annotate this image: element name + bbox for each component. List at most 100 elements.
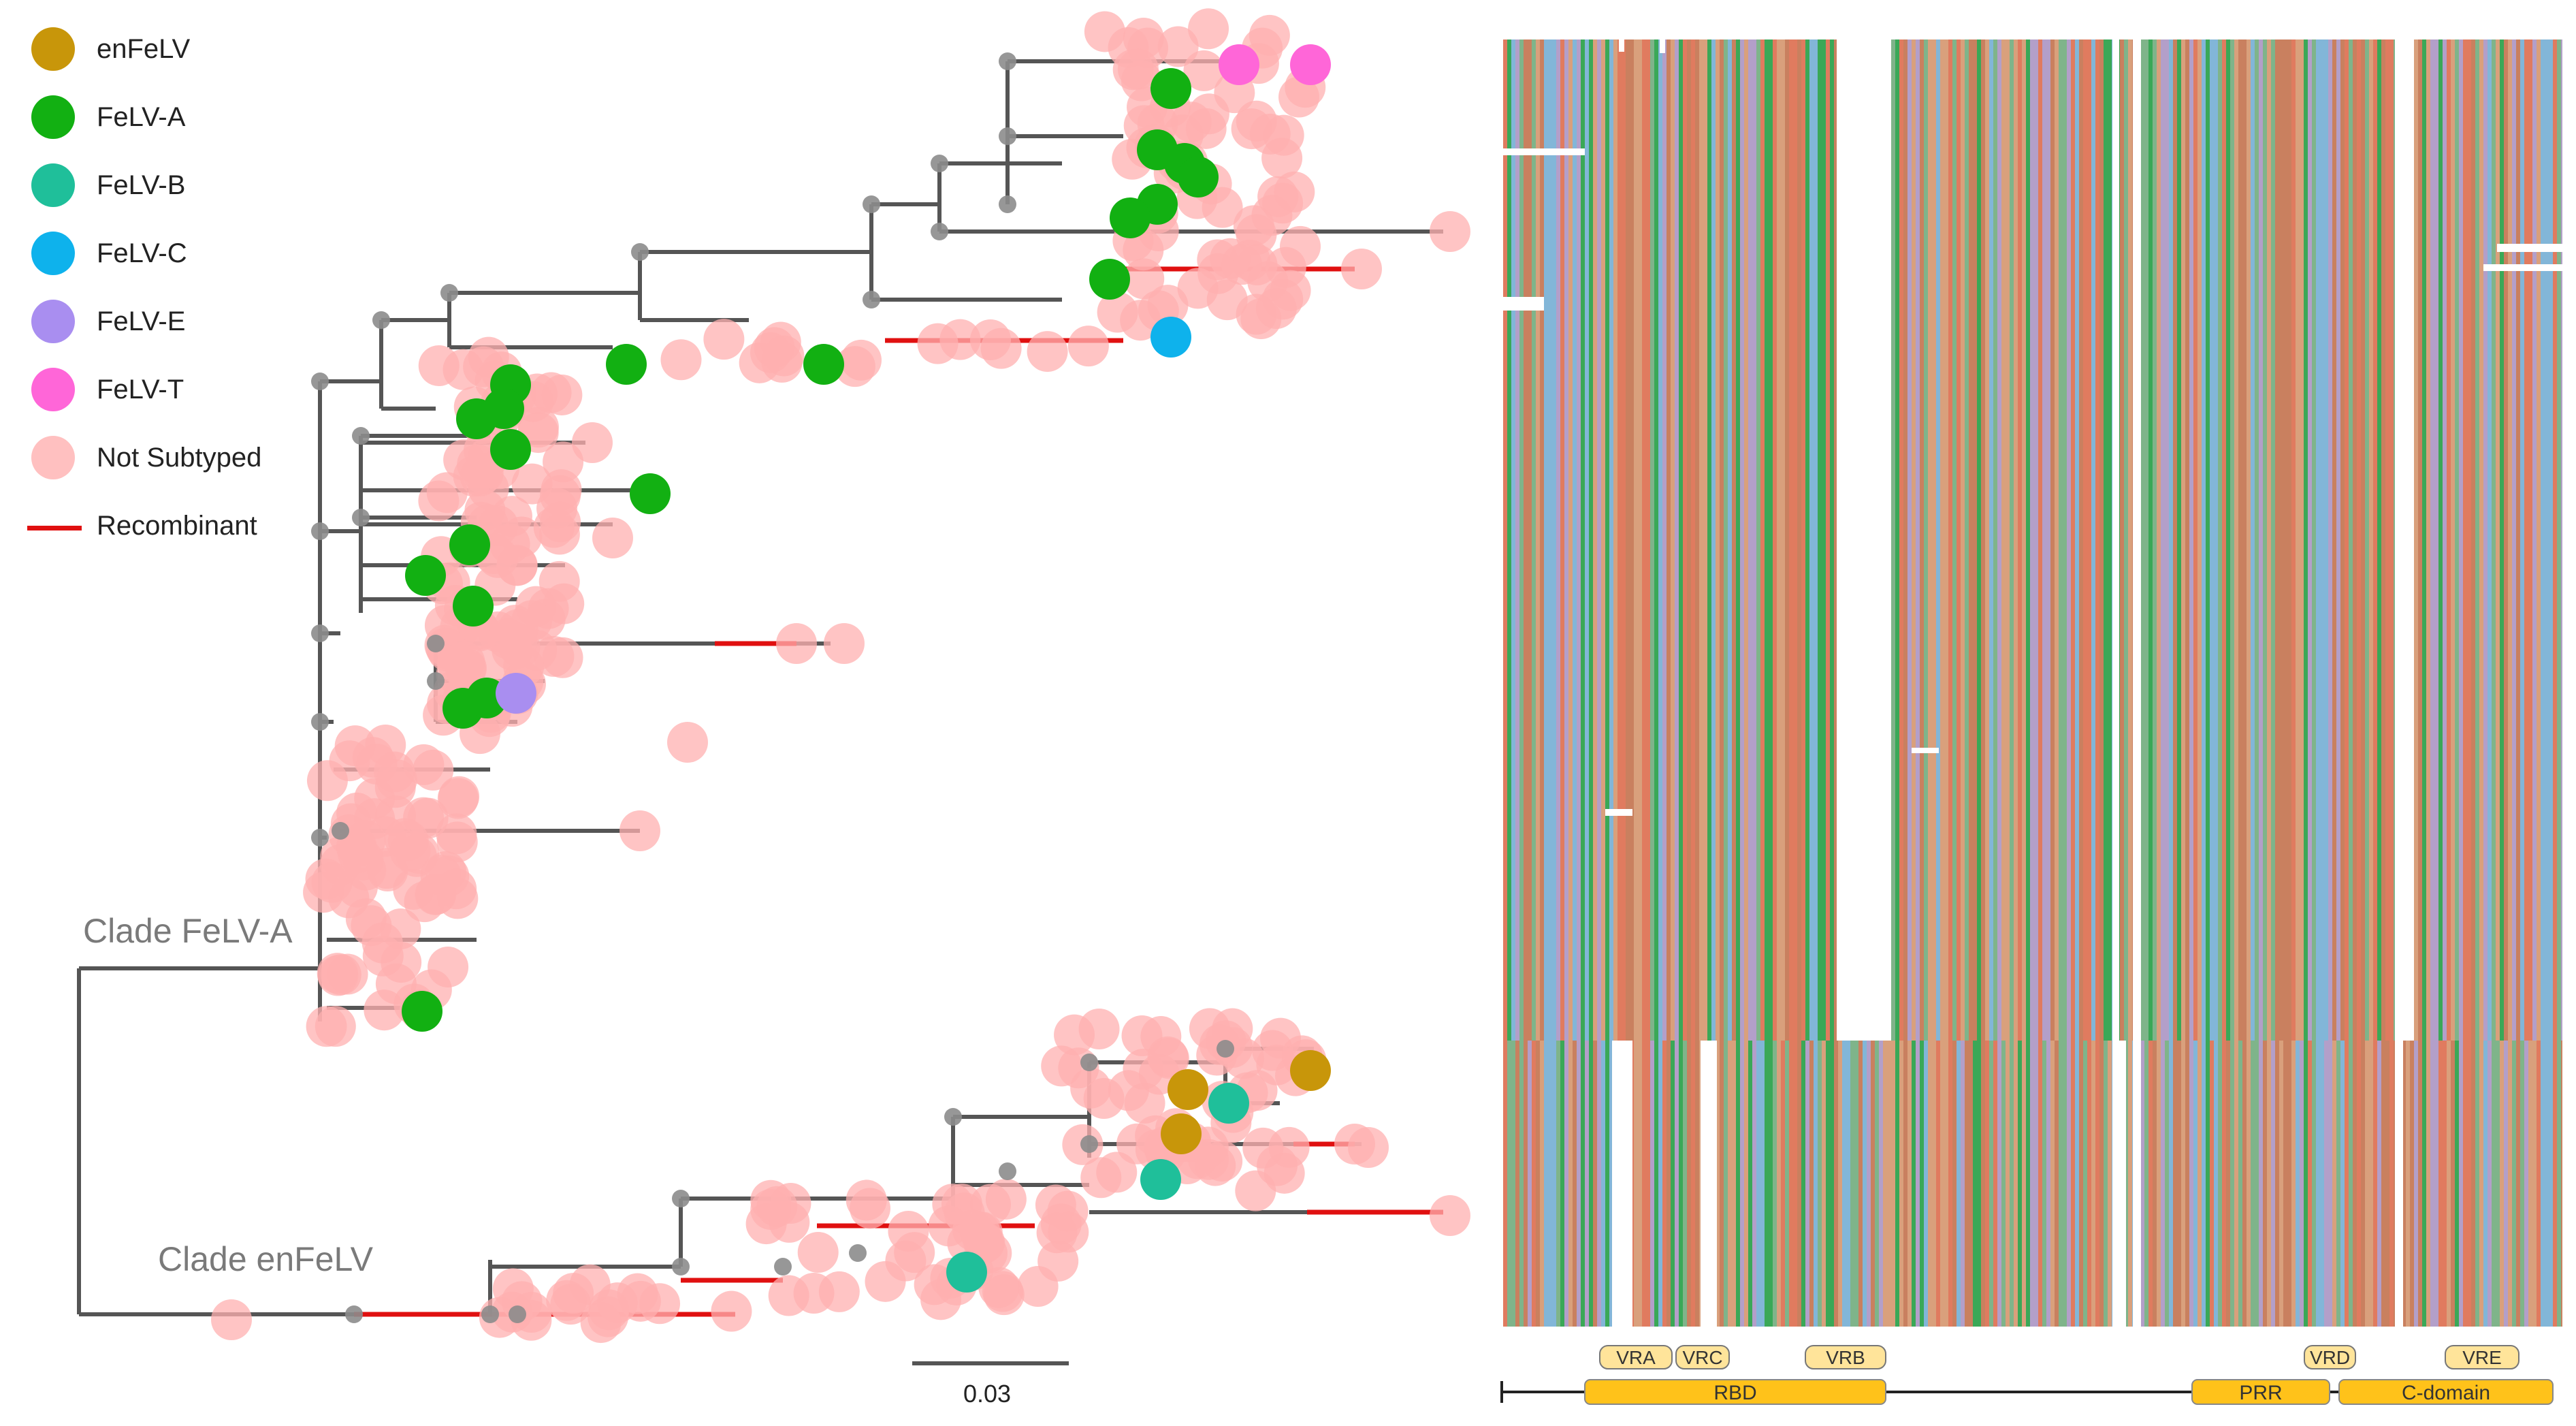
internal-node — [999, 1162, 1016, 1180]
alignment-column — [1961, 39, 1965, 1041]
alignment-column — [1997, 39, 2001, 1041]
alignment-column — [1863, 1041, 1867, 1327]
alignment-column — [2512, 1041, 2516, 1327]
alignment-column — [2414, 1041, 2418, 1327]
alignment-column — [1552, 1041, 1556, 1327]
domain-prr — [2191, 1379, 2330, 1405]
alignment-column — [1662, 1041, 1667, 1327]
tip-not-subtyped — [793, 1272, 835, 1314]
alignment-column — [1634, 1041, 1638, 1327]
alignment-column — [1940, 39, 1944, 1041]
tip-not-subtyped — [776, 623, 817, 664]
alignment-column — [1989, 39, 1993, 1041]
alignment-column — [2349, 1041, 2353, 1327]
alignment-column — [2532, 39, 2537, 1041]
tip-not-subtyped — [770, 1183, 811, 1224]
alignment-column — [2459, 39, 2463, 1041]
tip-felv-a — [490, 429, 531, 470]
alignment-column — [2492, 39, 2496, 1041]
alignment-column — [2059, 39, 2063, 1041]
alignment-column — [2467, 1041, 2471, 1327]
alignment-column — [2328, 1041, 2332, 1327]
alignment-column — [1528, 39, 1532, 1041]
alignment-column — [1654, 1041, 1658, 1327]
internal-node — [1080, 1053, 1098, 1071]
variable-region-vre — [2445, 1345, 2519, 1369]
tip-not-subtyped — [1047, 1190, 1089, 1232]
alignment-column — [2475, 1041, 2479, 1327]
alignment-column — [1552, 39, 1556, 1041]
tip-not-subtyped — [619, 810, 660, 851]
alignment-column — [2516, 1041, 2520, 1327]
tip-felv-b — [1208, 1083, 1249, 1124]
tip-not-subtyped — [437, 778, 479, 819]
alignment-column — [2336, 39, 2340, 1041]
tip-not-subtyped — [1041, 1045, 1082, 1087]
variable-region-label: VRB — [1826, 1347, 1865, 1368]
alignment-column — [2553, 1041, 2557, 1327]
alignment-column — [1544, 39, 1548, 1041]
internal-node — [352, 509, 370, 526]
alignment-column — [1650, 39, 1654, 1041]
alignment-column — [1932, 1041, 1936, 1327]
alignment-column — [1720, 39, 1724, 1041]
alignment-column — [1507, 39, 1511, 1041]
alignment-column — [1650, 1041, 1654, 1327]
alignment-column — [2177, 39, 2181, 1041]
alignment-column — [2255, 1041, 2259, 1327]
tip-not-subtyped — [533, 507, 575, 548]
tip-felv-a — [803, 344, 844, 385]
alignment-column — [2185, 39, 2189, 1041]
alignment-column — [2193, 39, 2197, 1041]
alignment-column — [2120, 39, 2124, 1041]
tip-felv-c — [1150, 317, 1191, 358]
alignment-column — [1818, 39, 1822, 1041]
alignment-column — [2038, 1041, 2042, 1327]
internal-node — [311, 624, 329, 642]
alignment-column — [2010, 1041, 2014, 1327]
alignment-column — [2153, 1041, 2157, 1327]
alignment-column — [1834, 1041, 1838, 1327]
alignment-column — [1822, 39, 1826, 1041]
alignment-column — [2230, 1041, 2234, 1327]
alignment-column — [1724, 39, 1728, 1041]
tip-enfelv — [1290, 1050, 1331, 1091]
alignment-column — [1568, 39, 1573, 1041]
legend-dot-swatch — [31, 368, 75, 411]
alignment-column — [2042, 1041, 2046, 1327]
alignment-column — [2483, 39, 2488, 1041]
legend-label: Recombinant — [97, 511, 257, 541]
alignment-column — [1589, 39, 1593, 1041]
alignment-column — [2471, 1041, 2475, 1327]
tip-not-subtyped — [418, 345, 460, 386]
alignment-column — [2549, 39, 2553, 1041]
alignment-column — [2275, 1041, 2279, 1327]
sequence-alignment — [1503, 39, 2562, 1327]
alignment-column — [1822, 1041, 1826, 1327]
alignment-column — [2226, 39, 2230, 1041]
alignment-column — [2075, 39, 2079, 1041]
alignment-column — [1944, 1041, 1948, 1327]
alignment-column — [1773, 1041, 1777, 1327]
alignment-column — [1601, 1041, 1605, 1327]
alignment-column — [1752, 39, 1756, 1041]
alignment-column — [1691, 39, 1695, 1041]
variable-region-label: VRD — [2310, 1347, 2350, 1368]
alignment-column — [1609, 39, 1613, 1041]
alignment-column — [1597, 1041, 1601, 1327]
alignment-column — [2222, 39, 2226, 1041]
alignment-column — [2063, 39, 2067, 1041]
tip-not-subtyped — [1123, 258, 1165, 300]
alignment-column — [2083, 1041, 2087, 1327]
internal-node — [931, 223, 948, 240]
legend-label: FeLV-T — [97, 375, 184, 405]
alignment-column — [1605, 1041, 1609, 1327]
alignment-column — [2336, 1041, 2340, 1327]
legend-label: FeLV-B — [97, 170, 186, 200]
legend-dot-swatch — [31, 163, 75, 207]
internal-node — [1217, 1040, 1234, 1058]
alignment-column — [2014, 39, 2018, 1041]
alignment-column — [1952, 39, 1957, 1041]
alignment-column — [1617, 39, 1622, 1041]
tip-not-subtyped — [306, 760, 348, 802]
